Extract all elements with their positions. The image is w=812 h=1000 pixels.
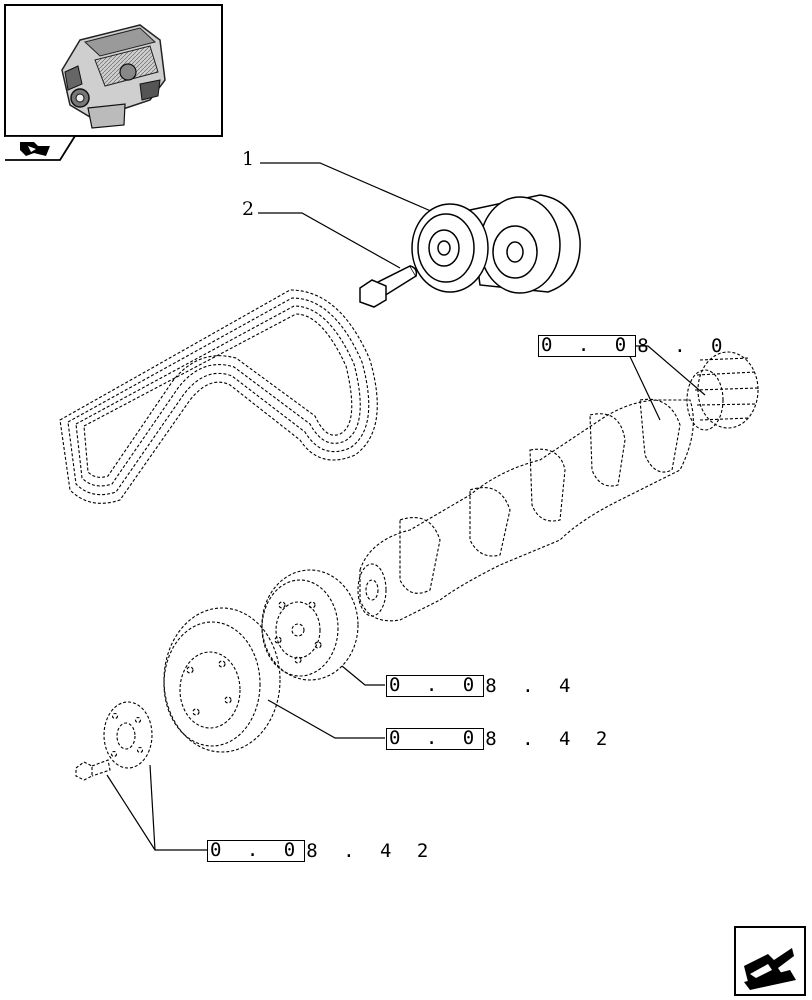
tensioner-bolt bbox=[359, 265, 418, 308]
reference-boxed-part: 0 . 0 bbox=[207, 840, 306, 862]
reference-boxed-part: 0 . 0 bbox=[538, 335, 637, 357]
belt-tensioner bbox=[411, 194, 581, 294]
crankshaft bbox=[357, 398, 694, 622]
callout-1: 1 bbox=[242, 148, 255, 170]
reference-link-washer[interactable]: 0 . 0 8 . 4 2 bbox=[207, 839, 435, 863]
engine-thumbnail-icon bbox=[61, 24, 166, 129]
reference-link-pulley[interactable]: 0 . 0 8 . 4 2 bbox=[386, 727, 614, 751]
reference-link-timing-gear[interactable]: 0 . 0 8 . 0 bbox=[538, 334, 729, 358]
timing-gear bbox=[686, 351, 759, 431]
crankshaft-pulley bbox=[163, 607, 281, 753]
engine-thumbnail[interactable] bbox=[4, 4, 223, 137]
reference-boxed-part: 0 . 0 bbox=[386, 728, 485, 750]
section-tab[interactable] bbox=[5, 135, 77, 161]
reference-rest-part: 8 . 4 2 bbox=[306, 840, 436, 862]
reference-rest-part: 8 . 4 2 bbox=[485, 728, 615, 750]
drive-belt bbox=[59, 289, 378, 504]
leader-lines bbox=[106, 162, 706, 851]
reference-rest-part: 8 . 4 bbox=[485, 675, 578, 697]
vibration-damper bbox=[261, 569, 359, 681]
pulley-bolt bbox=[75, 759, 111, 781]
reference-link-damper[interactable]: 0 . 0 8 . 4 bbox=[386, 674, 577, 698]
flange-washer bbox=[103, 701, 153, 769]
section-tab-icon bbox=[20, 142, 50, 156]
next-page-button[interactable] bbox=[734, 926, 806, 996]
reference-rest-part: 8 . 0 bbox=[637, 335, 730, 357]
callout-2: 2 bbox=[242, 198, 255, 220]
reference-boxed-part: 0 . 0 bbox=[386, 675, 485, 697]
next-page-arrow-icon bbox=[744, 948, 796, 990]
